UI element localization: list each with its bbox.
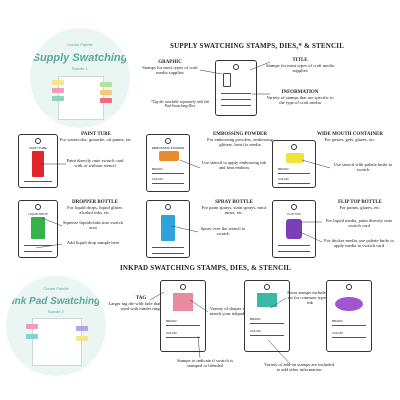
flip-top-note-liquid: For liquid media, paint directly onto sw… (325, 218, 393, 229)
pink-ink-swatch (173, 293, 193, 311)
purple-ink-swatch (335, 297, 363, 311)
extra-stamps-note: Extra stamps included in set for common … (287, 290, 333, 306)
wide-mouth-note: Use stencil with palette knife to swatch (333, 162, 393, 173)
tag-title: EMBOSSING POWDER (151, 146, 185, 150)
flip-top-note-thick: For thicker media, use palette knife to … (324, 238, 394, 249)
graphic-note: GRAPHIC Stamps for most types of craft m… (142, 60, 198, 76)
spray-tag (146, 200, 190, 258)
spray-swatch (161, 215, 175, 241)
embossing-heading: EMBOSSING POWDER For embossing powders, … (207, 132, 273, 148)
color-strip (26, 334, 38, 339)
wide-mouth-heading: WIDE MOUTH CONTAINER For pastes, gels, g… (316, 132, 384, 143)
sample-sheet (32, 318, 82, 366)
inkpad-heading: INKPAD SWATCHING STAMPS, DIES, & STENCIL (120, 264, 292, 272)
badge-subtitle: Bundle 1 (72, 66, 88, 71)
title-note: TITLE Stamps for most types of craft med… (266, 58, 334, 74)
tag-title: PAINT TUBE (29, 146, 47, 150)
color-strip (100, 82, 112, 87)
color-strip (52, 96, 64, 101)
flip-top-swatch (286, 219, 302, 239)
shapes-note: Variety of shapes to match your inkpads (209, 306, 247, 317)
flip-top-heading: FLIP TOP BOTTLE For paints, glazes, etc. (338, 200, 382, 211)
spray-info-tag (215, 60, 257, 116)
spray-bottle-graphic (223, 73, 231, 87)
color-strip (76, 336, 88, 341)
paint-tube-heading: PAINT TUBE For watercolor, gouache, oil … (59, 132, 133, 143)
paint-tube-tag: PAINT TUBE (18, 134, 58, 188)
flip-top-tag: FLIP TOP (272, 200, 316, 258)
inkpad-swatching-badge: Create Palette Ink Pad Swatching Bundle … (6, 276, 106, 376)
badge-title: Supply Swatching (32, 52, 128, 64)
wide-mouth-tag: BRAND COLOR (272, 140, 316, 188)
dropper-tag: LIQUID DROP (18, 200, 58, 258)
teal-ink-swatch (257, 293, 277, 307)
tag-title: FLIP TOP (287, 212, 301, 216)
tag-die-note: TAG Larger tag die with hole that can be… (108, 296, 174, 312)
supply-heading: SUPPLY SWATCHING STAMPS, DIES,* & STENCI… (170, 42, 345, 50)
inkpad-tag-purple: BRAND COLOR (326, 280, 372, 352)
color-strip (100, 98, 112, 103)
color-strip (100, 90, 112, 95)
dropper-note-squeeze: Squeeze liquids/inks into swatch area (62, 220, 124, 231)
sample-sheet (58, 76, 104, 120)
dropper-swatch (31, 217, 45, 239)
spray-note: Spray over the stencil to swatch (200, 226, 246, 237)
embossing-swatch (159, 151, 179, 161)
supply-swatching-badge: Create Palette Supply Swatching Bundle 1 (30, 28, 130, 128)
tag-title: LIQUID DROP (28, 212, 48, 216)
wide-mouth-swatch (286, 153, 304, 163)
color-strip (76, 326, 88, 331)
stamped-or-blended-note: Stamps to indicate if swatch is stamped … (176, 358, 233, 369)
embossing-tag: EMBOSSING POWDER BRAND COLOR (146, 134, 190, 192)
badge-title: Ink Pad Swatching (11, 296, 101, 307)
spray-heading: SPRAY BOTTLE For paint sprays, stain spr… (201, 200, 267, 216)
inkpad-tag-teal: BRAND COLOR (244, 280, 290, 352)
information-note: INFORMATION Variety of stamps that are s… (266, 90, 334, 106)
color-strip (26, 324, 38, 329)
badge-logo: Create Palette (67, 42, 93, 47)
dropper-note-sample: Add liquid drop sample here (66, 240, 120, 245)
dropper-heading: DROPPER BOTTLE For liquid drops, liquid … (67, 200, 123, 216)
color-strip (52, 80, 64, 85)
color-strip (52, 88, 64, 93)
addon-note: Variety of add-on stamps are included to… (264, 362, 334, 373)
badge-logo: Create Palette (43, 286, 69, 291)
die-note: *Tag die available separately with Ink P… (150, 100, 210, 109)
embossing-note: Use stencil to apply embossing ink and h… (201, 160, 267, 171)
paint-tube-swatch (32, 151, 44, 177)
paint-tube-note: Paint directly onto swatch card with or … (66, 158, 124, 169)
badge-subtitle: Bundle 2 (48, 309, 64, 314)
